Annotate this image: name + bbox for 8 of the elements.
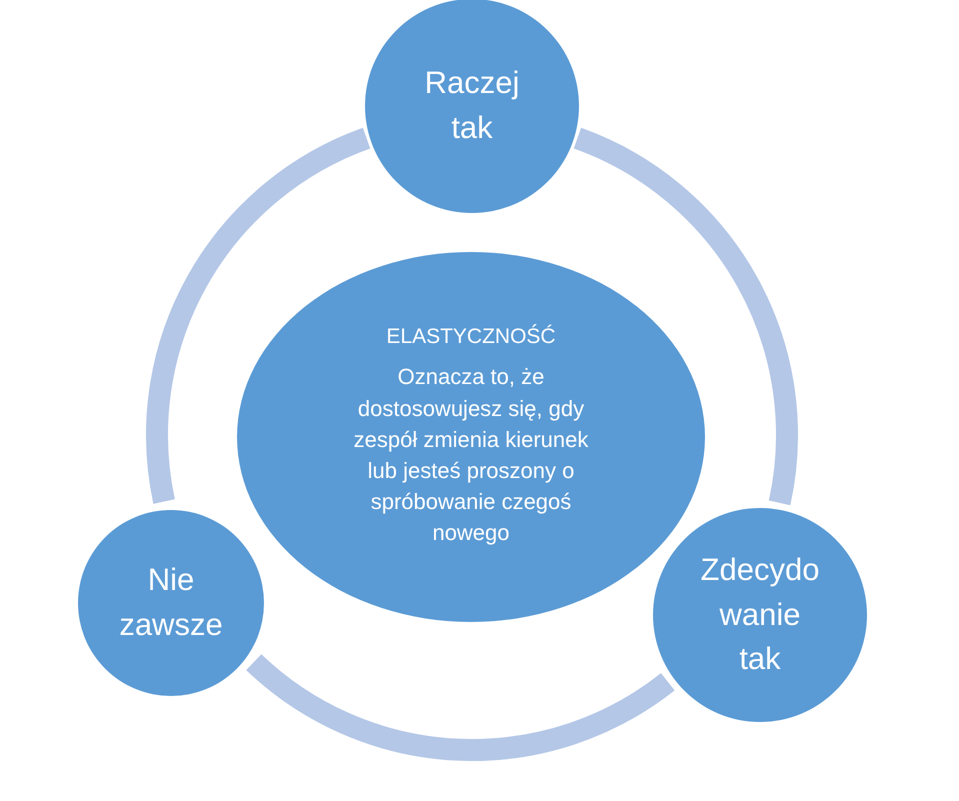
circle-heading: ELASTYCZNOŚĆ bbox=[385, 325, 557, 350]
circle-text: Nie zawsze bbox=[118, 561, 224, 644]
circle-text: Raczej tak bbox=[424, 64, 520, 147]
ring-arc bbox=[573, 128, 798, 505]
circle-text: Oznacza to, że dostosowujesz się, gdy zespół zmienia kierunek lub jesteś proszony o spróbowanie czegoś nowego bbox=[352, 363, 590, 548]
circle-text: Zdecydo wanie tak bbox=[700, 550, 820, 678]
ring-arc bbox=[246, 654, 674, 761]
ring-arc bbox=[146, 128, 371, 504]
